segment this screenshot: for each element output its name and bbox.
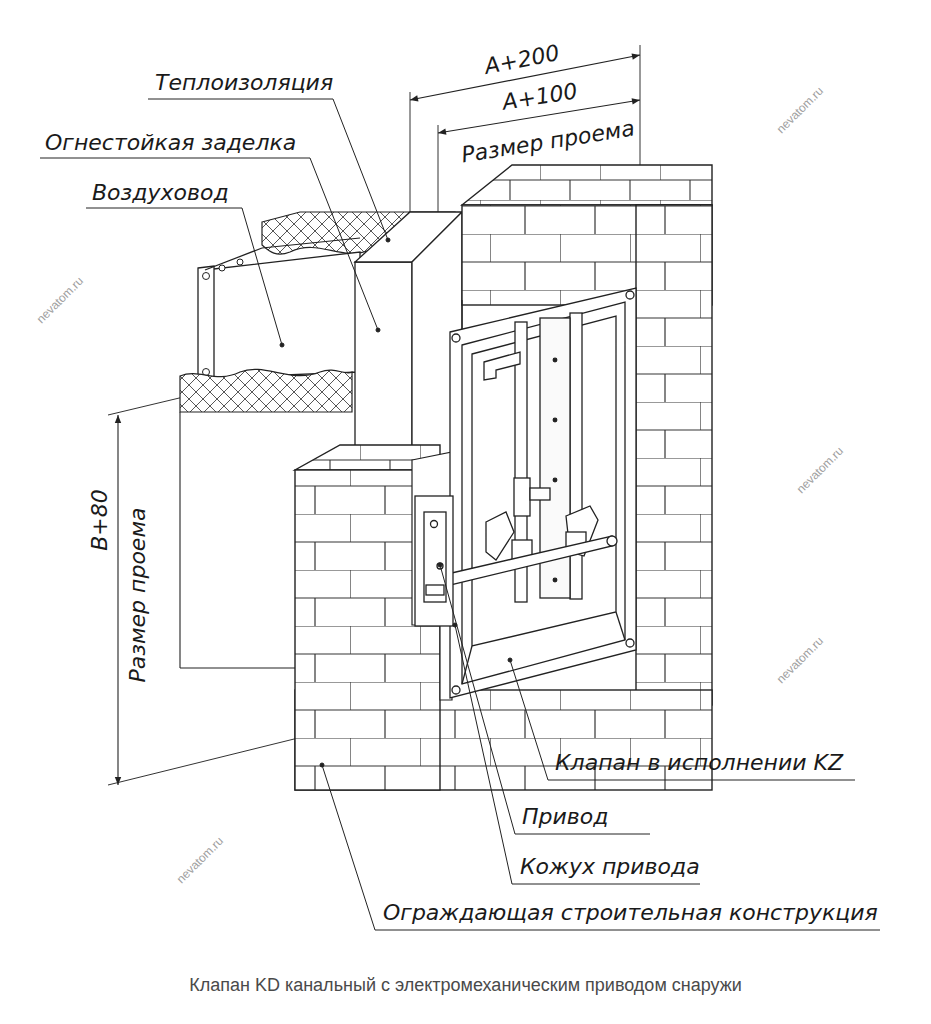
part-label: Клапан в исполнении KZ [555, 750, 843, 776]
watermark: nevatom.ru [774, 84, 826, 136]
watermark: nevatom.ru [34, 274, 86, 326]
air-duct [198, 238, 360, 382]
dimension-label: Размер проема [460, 115, 637, 168]
part-label: Огнестойкая заделка [45, 130, 296, 156]
damper-kz [430, 288, 636, 698]
actuator [415, 496, 453, 626]
dimension-label: A+100 [501, 78, 580, 115]
leader-lines [40, 99, 880, 930]
actuator-cover [415, 496, 453, 626]
figure-caption: Клапан KD канальный с электромеханически… [0, 974, 931, 996]
brick-wall [295, 165, 712, 790]
dimension-lines [118, 55, 640, 785]
part-label: Кожух привода [520, 854, 700, 880]
dimension-label: A+200 [482, 40, 561, 80]
insulation [180, 369, 352, 412]
watermark: nevatom.ru [794, 444, 846, 496]
fire-sealing [355, 212, 462, 460]
watermark: nevatom.ru [174, 834, 226, 886]
part-label: Ограждающая строительная конструкция [383, 900, 878, 926]
part-label: Привод [522, 804, 608, 830]
actuator-body [424, 512, 446, 602]
part-label: Воздуховод [92, 180, 229, 206]
part-label: Теплоизоляция [155, 70, 333, 96]
dimension-label: Размер проема [125, 508, 151, 683]
dimension-label: B+80 [87, 489, 113, 551]
watermark: nevatom.ru [774, 634, 826, 686]
